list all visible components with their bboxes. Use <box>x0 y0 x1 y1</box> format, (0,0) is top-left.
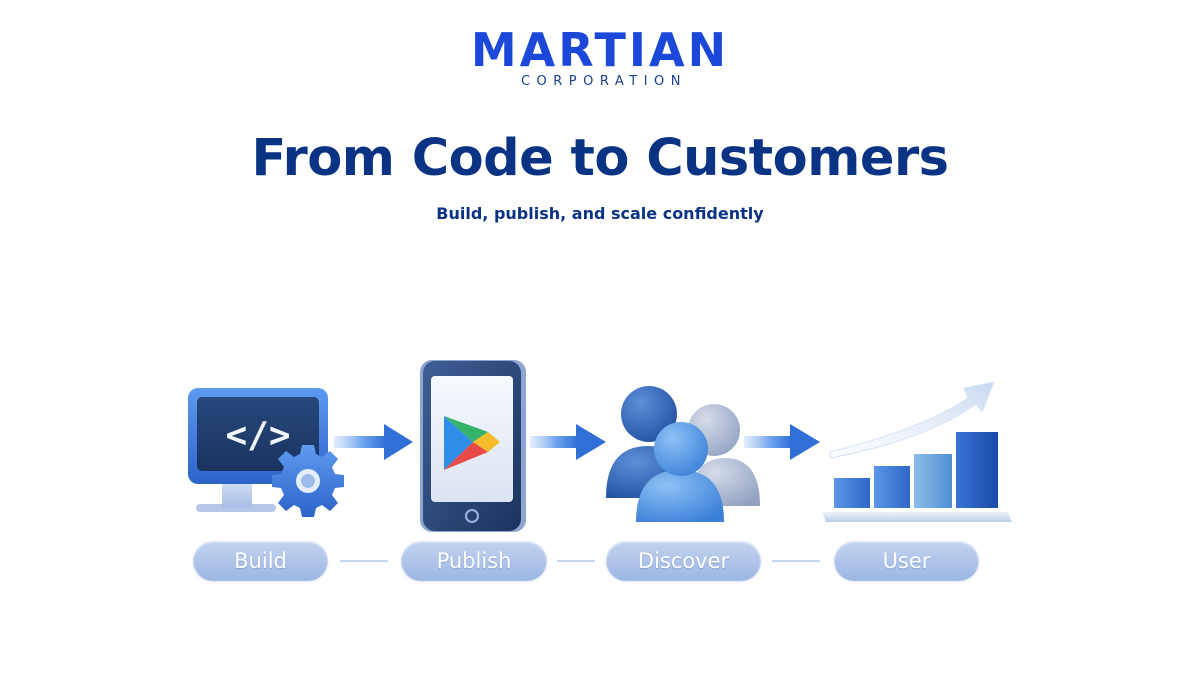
gear-icon <box>272 445 344 517</box>
user-group-icon <box>606 386 760 522</box>
smartphone-play-store-icon <box>420 360 526 532</box>
right-arrow-icon <box>334 424 413 460</box>
page-subtitle: Build, publish, and scale confidently <box>436 204 764 223</box>
logo: MARTIAN CORPORATION <box>0 24 1200 89</box>
page-title: From Code to Customers <box>251 129 949 188</box>
step-label-publish: Publish <box>401 541 547 581</box>
step-connector <box>340 560 388 562</box>
step-connector <box>557 560 595 562</box>
logo-wordmark: MARTIAN <box>470 23 730 77</box>
play-store-logo-icon <box>444 416 500 470</box>
step-label-discover: Discover <box>606 541 761 581</box>
right-arrow-icon <box>530 424 606 460</box>
logo-subtitle: CORPORATION <box>520 74 688 89</box>
code-monitor-with-gear-icon: </> <box>188 388 344 517</box>
code-glyph: </> <box>225 415 290 456</box>
step-label-build: Build <box>193 541 328 581</box>
step-label-user: User <box>834 541 979 581</box>
growth-bar-chart-icon <box>822 381 1012 522</box>
right-arrow-icon <box>744 424 820 460</box>
step-connector <box>772 560 820 562</box>
